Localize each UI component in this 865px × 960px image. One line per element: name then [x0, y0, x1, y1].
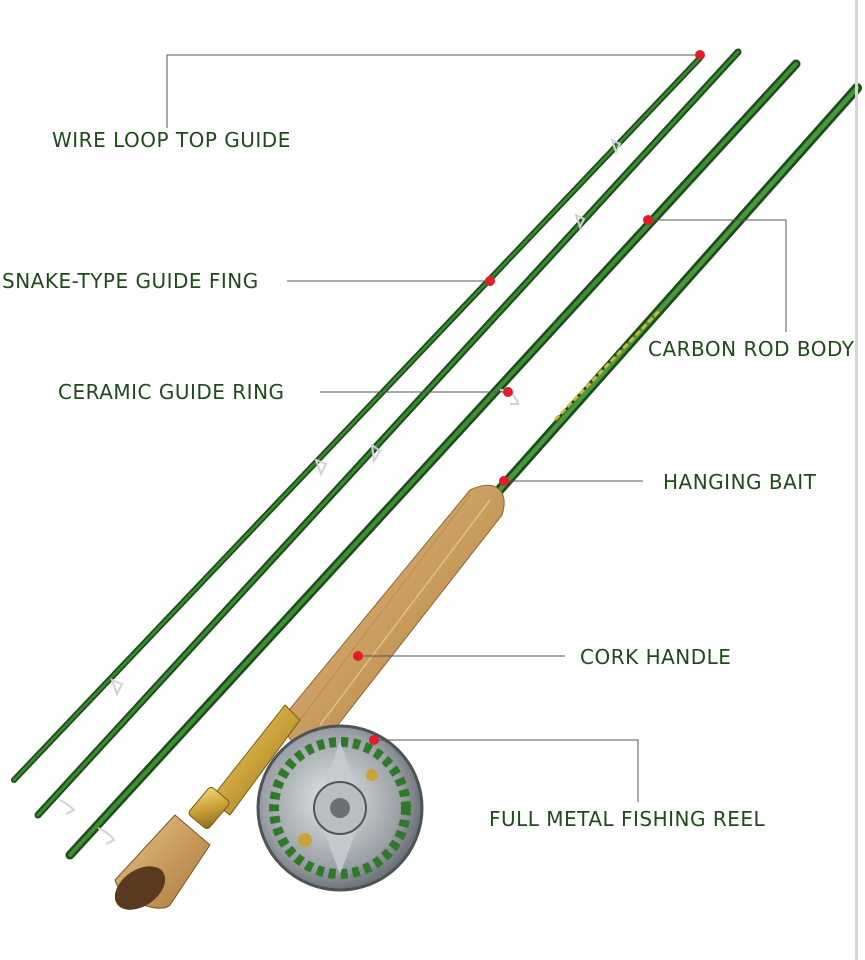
label-wire-loop-top-guide: WIRE LOOP TOP GUIDE — [52, 128, 291, 152]
markers — [353, 50, 705, 745]
rod-section-tip — [11, 55, 703, 783]
label-full-metal-fishing-reel: FULL METAL FISHING REEL — [489, 807, 766, 831]
red-dot-icon — [503, 387, 513, 397]
page-edge-divider — [855, 0, 858, 960]
red-dot-icon — [485, 276, 495, 286]
rod-section-upper-mid — [34, 48, 742, 819]
red-dot-icon — [499, 476, 509, 486]
label-cork-handle: CORK HANDLE — [580, 645, 732, 669]
red-dot-icon — [643, 215, 653, 225]
rod-guides — [59, 138, 622, 845]
red-dot-icon — [695, 50, 705, 60]
leader-lines — [166, 54, 787, 802]
fishing-reel-shape — [256, 724, 424, 892]
red-dot-icon — [369, 735, 379, 745]
label-carbon-rod-body: CARBON ROD BODY — [648, 337, 855, 361]
butt-cork — [114, 814, 211, 910]
cork-handle-shape — [284, 484, 505, 748]
rod-section-butt — [490, 83, 862, 500]
red-dot-icon — [353, 651, 363, 661]
label-hanging-bait: HANGING BAIT — [663, 470, 817, 494]
label-ceramic-guide-ring: CERAMIC GUIDE RING — [58, 380, 285, 404]
reel-seat — [188, 704, 301, 830]
label-snake-type-guide: SNAKE-TYPE GUIDE FING — [2, 269, 259, 293]
rod-section-lower-mid — [65, 59, 801, 860]
